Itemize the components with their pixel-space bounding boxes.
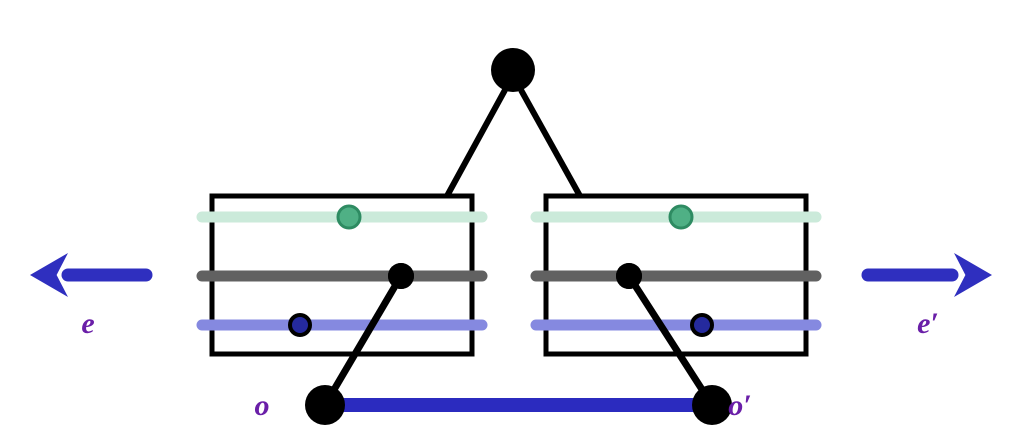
node-layer [305, 48, 732, 425]
apex-to-right-frame [518, 88, 583, 198]
apex-node [491, 48, 535, 92]
left-frame-green-marker [336, 204, 362, 230]
left-frame-black-marker-on-gray-top [388, 263, 414, 289]
frame-layer [196, 193, 822, 357]
origin-node-left-label: o [255, 389, 270, 422]
right-frame-green-marker [668, 204, 694, 230]
left-frame-navy-marker [288, 313, 312, 337]
left-frame [196, 193, 488, 357]
label-layer: e e′ o o′ [81, 307, 939, 422]
arrow-layer [30, 253, 992, 297]
origin-node-left [305, 385, 345, 425]
right-diagonal [626, 274, 715, 407]
apex-to-left-frame [444, 88, 508, 198]
origin-node-right-label: o′ [728, 389, 751, 422]
left-arrow-head [30, 253, 68, 297]
left-arrow [30, 253, 153, 297]
right-arrow-head [954, 253, 992, 297]
origin-node-right [692, 385, 732, 425]
right-frame-navy-marker [690, 313, 714, 337]
diagonal-layer [321, 274, 715, 407]
right-frame-black-marker-on-gray-top [616, 263, 642, 289]
right-arrow [861, 253, 992, 297]
left-diagonal [321, 274, 405, 407]
right-arrow-label: e′ [917, 307, 939, 340]
connector-layer [444, 88, 583, 198]
right-frame [530, 193, 822, 357]
left-arrow-label: e [81, 307, 94, 340]
